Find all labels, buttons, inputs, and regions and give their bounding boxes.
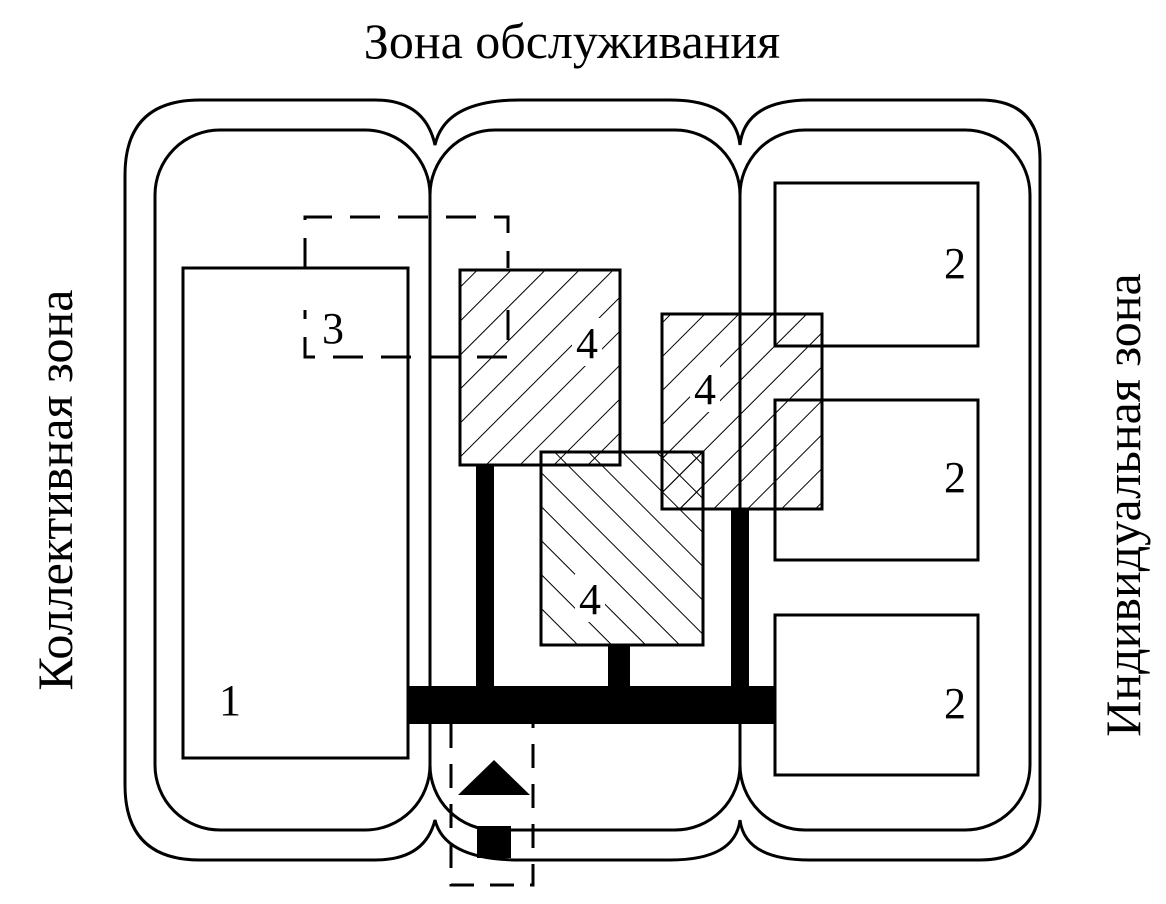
hatched-block-right-label-bg [690,364,720,412]
collective-zone-label: Коллективная зона [27,289,83,690]
hatched-block-bottom-number: 4 [579,575,601,624]
individual-block-top-number: 2 [944,239,966,288]
entrance-square-icon [477,826,511,858]
connector-post-right [731,508,749,686]
hatched-block-bottom-label-bg [575,574,605,622]
connector-post-middle [608,645,630,686]
hatched-block-top-number: 4 [576,319,598,368]
individual-block-middle-number: 2 [944,453,966,502]
collective-block [181,266,410,760]
diagram-title: Зона обслуживания [364,13,780,69]
hatched-block-top [458,268,622,467]
hatched-overlap-crosshatch [661,451,704,510]
connector-post-left [476,464,494,686]
individual-zone-label: Индивидуальная зона [1095,273,1151,736]
collective-block-number: 1 [219,676,241,725]
main-connector-bar [408,686,776,724]
hatched-block-top-label-bg [572,318,602,366]
entrance-triangle-icon [458,760,530,795]
outer-boundary [123,98,1042,862]
hatched-block-right-number: 4 [694,365,716,414]
block-3-number: 3 [322,304,344,353]
entrance-dashed-frame [449,724,535,887]
individual-block-bottom-number: 2 [944,679,966,728]
